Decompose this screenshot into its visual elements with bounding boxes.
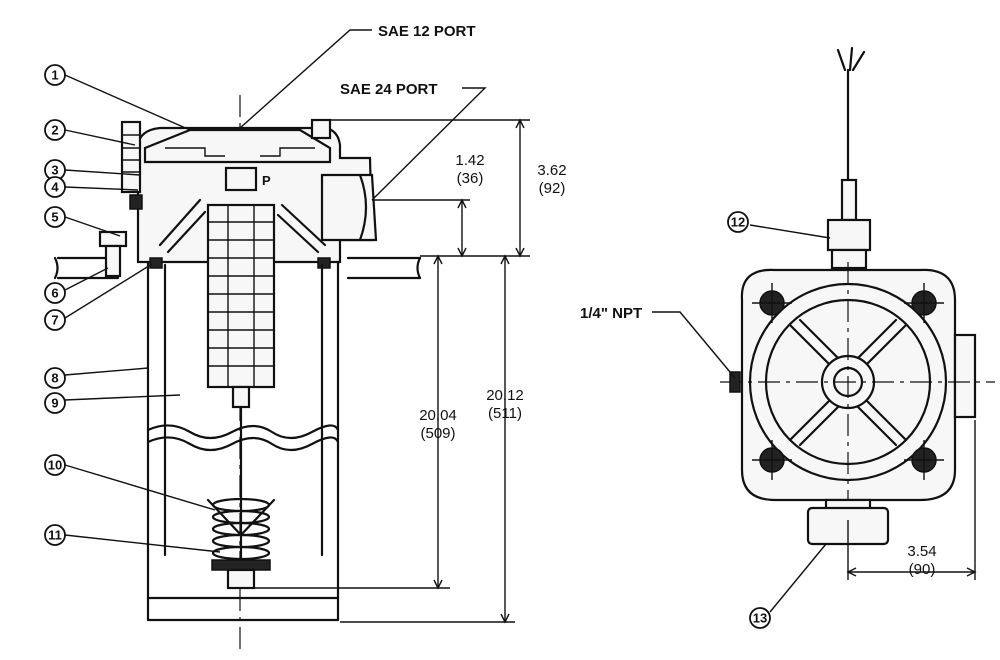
- indicator-plug: [129, 194, 143, 210]
- callout-number: 5: [51, 210, 58, 225]
- seal-left: [149, 257, 163, 269]
- callout-number: 7: [51, 313, 58, 328]
- top-view: 1/4" NPT 3.54 (90): [580, 46, 995, 613]
- callout-2: 2: [44, 119, 66, 141]
- leader-lines: [64, 74, 221, 553]
- callout-number: 4: [51, 180, 59, 195]
- callout-circle: [44, 282, 66, 304]
- callout-8: 8: [44, 367, 66, 389]
- bolt-holes: [752, 283, 944, 480]
- break-line-bottom: [146, 436, 340, 452]
- npt-port: [729, 371, 741, 393]
- callout-number: 9: [51, 396, 58, 411]
- dim-3-54-mm: (90): [909, 561, 936, 578]
- callout-number: 2: [51, 123, 58, 138]
- element-pleats: [208, 205, 274, 387]
- callout-5: 5: [44, 206, 66, 228]
- callout-circle: [44, 64, 66, 86]
- mount-bolt-shank: [104, 244, 122, 278]
- dim-20-12-mm: (511): [488, 405, 522, 422]
- leader-12: [749, 224, 831, 239]
- callout-circle: [44, 524, 66, 546]
- wire-sleeve: [840, 178, 858, 222]
- bolt-right: [310, 118, 332, 140]
- dim-1-42-in: 1.42: [455, 152, 484, 169]
- npt-leader: [652, 311, 736, 379]
- filter-element: [206, 203, 276, 389]
- npt-label: 1/4" NPT: [580, 305, 642, 322]
- cross-ribs-2: [798, 318, 898, 447]
- dim-20-04-in: 20.04: [419, 407, 457, 424]
- callout-circle: [44, 309, 66, 331]
- callout-circle: [44, 176, 66, 198]
- dim-3-62-in: 3.62: [537, 162, 566, 179]
- head-internal-ribs: [158, 198, 327, 254]
- plate-break-right: [416, 256, 422, 280]
- plate-break-left: [53, 256, 59, 280]
- callout-4: 4: [44, 176, 66, 198]
- callout-circle: [727, 211, 749, 233]
- electrical-connector: [826, 218, 872, 252]
- dim-3-54-arrows: [846, 567, 977, 577]
- sae24-port-boss: [320, 173, 378, 242]
- callout-number: 10: [48, 458, 62, 473]
- connector-base: [830, 248, 868, 270]
- callout-13: 13: [749, 607, 771, 629]
- bottom-nut: [226, 568, 256, 590]
- callout-number: 12: [731, 215, 745, 230]
- callout-number: 8: [51, 371, 58, 386]
- dim-20-12-in: 20.12: [486, 387, 524, 404]
- wires: [836, 46, 866, 182]
- callout-circle: [44, 367, 66, 389]
- callout-number: 6: [51, 286, 58, 301]
- dim-20-04-mm: (509): [420, 425, 455, 442]
- callout-circle: [749, 607, 771, 629]
- callout-circle: [44, 454, 66, 476]
- callout-6: 6: [44, 282, 66, 304]
- dim-1-42-mm: (36): [457, 170, 484, 187]
- bottom-plate: [211, 559, 271, 571]
- dim-3-62-mm: (92): [539, 180, 566, 197]
- callout-10: 10: [44, 454, 66, 476]
- callout-circle: [44, 392, 66, 414]
- dim-3-54-in: 3.54: [907, 543, 936, 560]
- section-view: P: [53, 23, 567, 650]
- port-thread: [358, 173, 368, 242]
- sae24-leader: [371, 87, 487, 201]
- callout-number: 13: [753, 611, 767, 626]
- mounting-plate-right: [346, 256, 422, 280]
- callout-number: 11: [48, 528, 62, 543]
- sae12-port-label: SAE 12 PORT: [378, 23, 476, 40]
- callout-number: 1: [51, 68, 58, 83]
- bypass-valve-top: [224, 166, 258, 192]
- leader-13: [769, 543, 827, 613]
- break-line-top: [146, 424, 340, 440]
- callout-12: 12: [727, 211, 749, 233]
- spring-retainer: [206, 498, 276, 537]
- callout-circle: [44, 119, 66, 141]
- callout-number: 3: [51, 163, 58, 178]
- side-port: [953, 333, 977, 419]
- bolt-thread: [122, 134, 140, 173]
- callout-7: 7: [44, 309, 66, 331]
- callout-11: 11: [44, 524, 66, 546]
- cross-ribs: [788, 323, 908, 442]
- callout-circle: [44, 206, 66, 228]
- bowl-inner-wall: [163, 263, 324, 557]
- callout-9: 9: [44, 392, 66, 414]
- sae24-port-label: SAE 24 PORT: [340, 81, 438, 98]
- p-label: P: [262, 173, 271, 188]
- cover-detail: [165, 147, 315, 157]
- stem-nut: [231, 385, 251, 409]
- sae12-leader: [239, 29, 372, 129]
- seal-right: [317, 257, 331, 269]
- callout-1: 1: [44, 64, 66, 86]
- dimension-lines: [255, 118, 530, 624]
- bolt-left: [120, 120, 142, 194]
